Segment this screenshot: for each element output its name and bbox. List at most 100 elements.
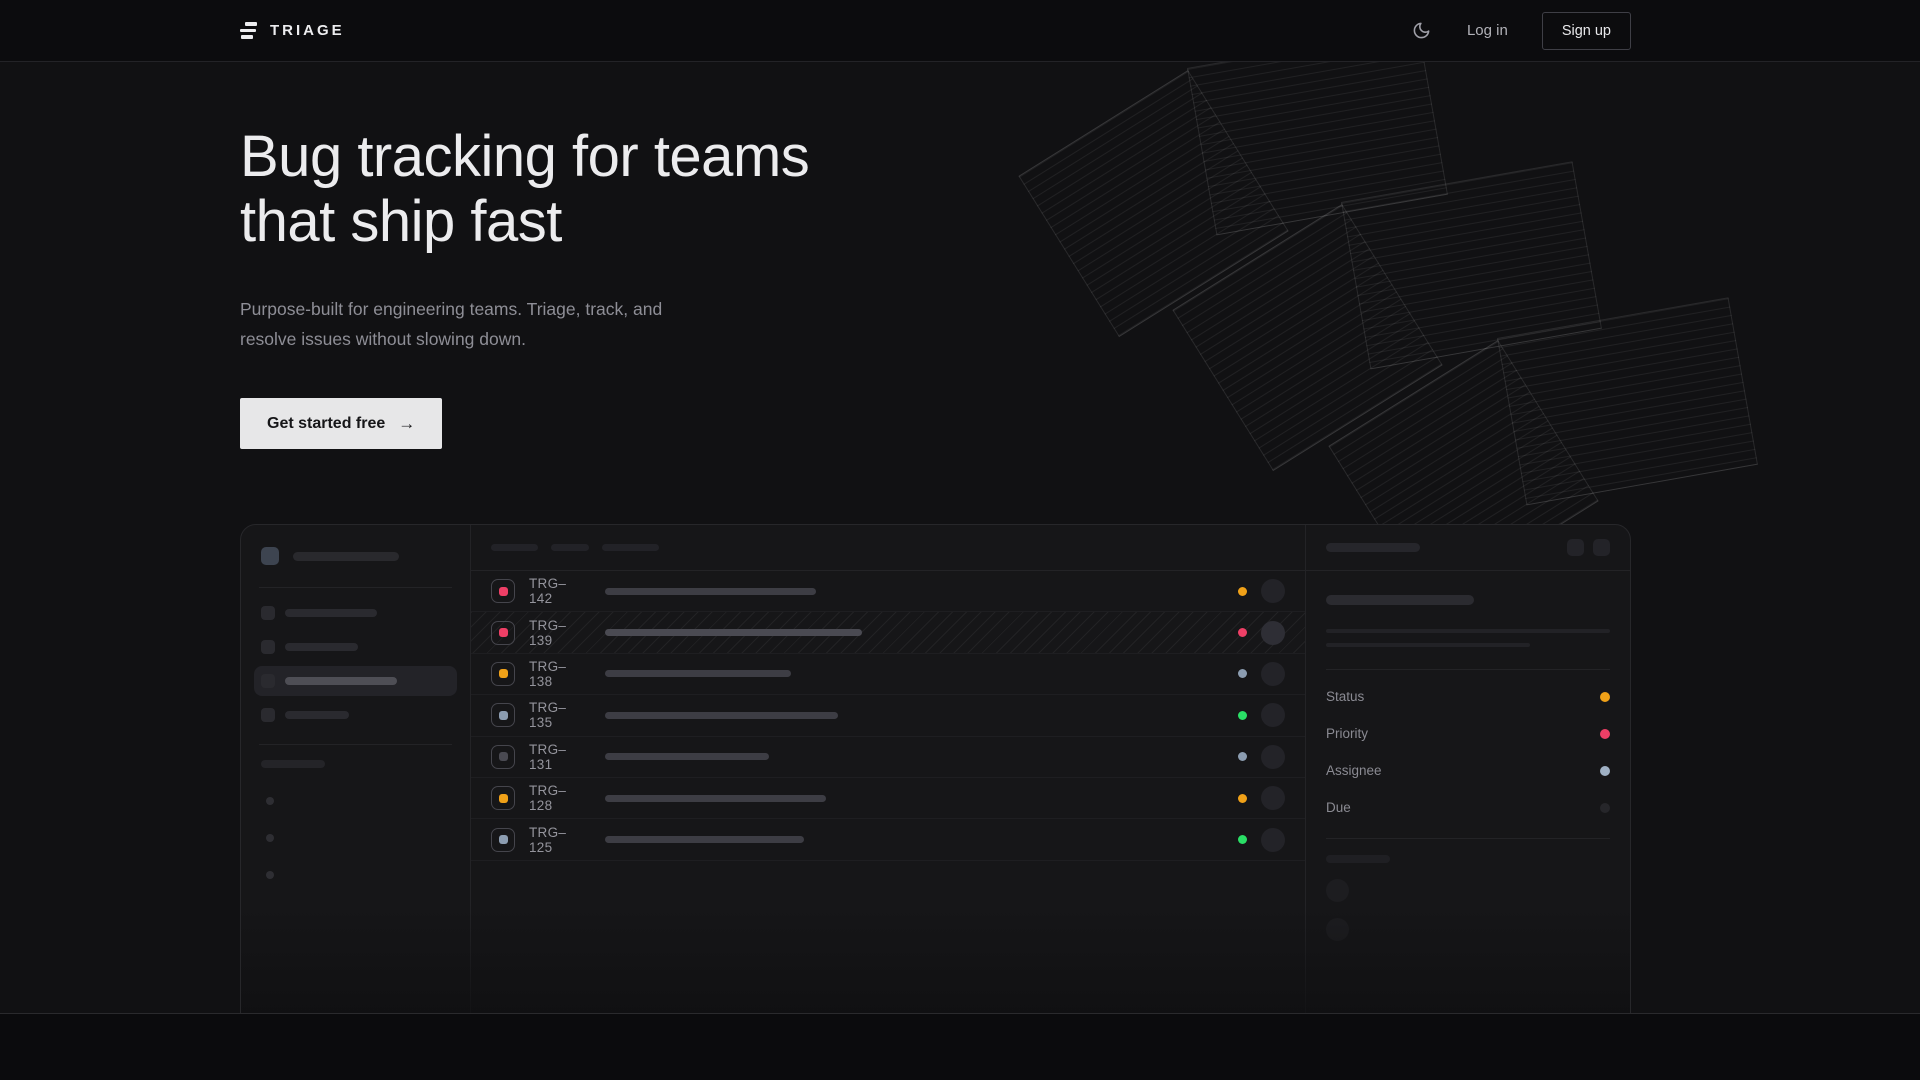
- issue-type-icon: [491, 579, 515, 604]
- assignee-avatar: [1261, 661, 1285, 686]
- toolbar-skeleton-pill: [491, 544, 538, 551]
- get-started-button[interactable]: Get started free →: [240, 398, 443, 449]
- skeleton-bar: [285, 643, 358, 651]
- sidebar-dot-placeholder: [266, 834, 274, 842]
- status-dot: [1238, 628, 1247, 638]
- assignee-avatar: [1261, 579, 1285, 604]
- issue-title-skeleton: [605, 794, 826, 802]
- issue-list-toolbar: [471, 525, 1305, 571]
- issue-id: TRG–135: [529, 700, 567, 731]
- issue-title-skeleton: [605, 836, 804, 844]
- hero-section: Bug tracking for teams that ship fast Pu…: [0, 62, 1920, 1013]
- next-section: [0, 1013, 1920, 1080]
- assignee-avatar: [1261, 703, 1285, 728]
- wireframe-ribbon-decoration: [1142, 158, 1602, 472]
- issue-title-skeleton: [605, 753, 769, 761]
- issue-row[interactable]: TRG–142: [471, 571, 1305, 613]
- sidebar-nav-item[interactable]: [254, 632, 457, 662]
- status-dot: [1238, 752, 1247, 762]
- sidebar-item-icon: [261, 640, 275, 654]
- workspace-switcher[interactable]: [261, 547, 450, 565]
- detail-field-row[interactable]: Assignee: [1326, 752, 1610, 789]
- field-label: Status: [1326, 689, 1365, 704]
- mockup-sidebar: [241, 525, 471, 1013]
- issue-id: TRG–142: [529, 576, 567, 607]
- sidebar-dot-placeholder: [266, 871, 274, 879]
- issue-type-icon: [491, 620, 515, 645]
- login-link[interactable]: Log in: [1466, 22, 1508, 39]
- skeleton-line: [1326, 629, 1610, 633]
- issue-title-skeleton: [605, 629, 862, 637]
- issue-id: TRG–128: [529, 783, 567, 814]
- skeleton-bar: [285, 609, 377, 617]
- issue-title-skeleton: [605, 670, 791, 678]
- sidebar-nav-item[interactable]: [254, 598, 457, 628]
- issue-row[interactable]: TRG–138: [471, 654, 1305, 696]
- sidebar-item-icon: [261, 606, 275, 620]
- status-dot: [1238, 710, 1247, 720]
- toolbar-skeleton-pill: [602, 544, 659, 551]
- issue-title-skeleton: [605, 587, 816, 595]
- issue-row[interactable]: TRG–135: [471, 695, 1305, 737]
- assignee-avatar: [1261, 620, 1285, 645]
- field-value-dot: [1600, 802, 1610, 813]
- triage-logo-icon: [240, 22, 257, 39]
- panel-action-icon[interactable]: [1567, 539, 1584, 556]
- issue-id: TRG–131: [529, 741, 567, 772]
- sidebar-nav-item[interactable]: [254, 700, 457, 730]
- arrow-right-icon: →: [398, 414, 416, 433]
- detail-field-row[interactable]: Due: [1326, 789, 1610, 826]
- field-value-dot: [1600, 691, 1610, 702]
- hero-subtitle: Purpose-built for engineering teams. Tri…: [240, 299, 663, 349]
- field-label: Priority: [1326, 726, 1369, 741]
- assignee-avatar: [1261, 744, 1285, 769]
- skeleton-bar: [285, 677, 397, 685]
- sidebar-item-icon: [261, 674, 275, 688]
- sidebar-dot-placeholder: [266, 797, 274, 805]
- skeleton-bar: [1326, 855, 1390, 863]
- theme-toggle-moon-icon[interactable]: [1411, 20, 1433, 42]
- avatar-placeholder: [1326, 879, 1349, 902]
- wireframe-ribbon-decoration: [1298, 294, 1758, 608]
- detail-field-row[interactable]: Status: [1326, 678, 1610, 715]
- field-label: Due: [1326, 800, 1351, 815]
- status-dot: [1238, 669, 1247, 679]
- toolbar-skeleton-pill: [551, 544, 589, 551]
- status-dot: [1238, 793, 1247, 803]
- skeleton-line: [1326, 643, 1531, 647]
- field-label: Assignee: [1326, 763, 1382, 778]
- skeleton-title: [1326, 595, 1474, 605]
- issue-type-icon: [491, 661, 515, 686]
- status-dot: [1238, 835, 1247, 845]
- issue-type-icon: [491, 786, 515, 811]
- issue-detail-panel: Status Priority Assignee Due: [1306, 525, 1630, 1013]
- issue-id: TRG–139: [529, 617, 567, 648]
- wireframe-ribbon-decoration: [988, 62, 1448, 338]
- divider: [259, 744, 452, 745]
- skeleton-bar: [285, 711, 349, 719]
- skeleton-bar: [1326, 543, 1420, 552]
- avatar-placeholder: [1326, 918, 1349, 941]
- issue-list: TRG–142 TRG–139 TRG–138 TRG–135 TRG–131: [471, 525, 1306, 1013]
- sidebar-nav-item[interactable]: [254, 666, 457, 696]
- detail-field-row[interactable]: Priority: [1326, 715, 1610, 752]
- issue-row[interactable]: TRG–128: [471, 778, 1305, 820]
- brand-logo[interactable]: TRIAGE: [240, 0, 345, 61]
- hero-title: Bug tracking for teams that ship fast: [240, 124, 810, 254]
- issue-row[interactable]: TRG–139: [471, 612, 1305, 654]
- issue-type-icon: [491, 703, 515, 728]
- sidebar-item-icon: [261, 708, 275, 722]
- workspace-avatar: [261, 547, 279, 565]
- assignee-avatar: [1261, 827, 1285, 852]
- issue-id: TRG–125: [529, 824, 567, 855]
- divider: [259, 587, 452, 588]
- divider: [1326, 669, 1610, 670]
- panel-action-icon[interactable]: [1593, 539, 1610, 556]
- field-value-dot: [1600, 728, 1610, 739]
- detail-panel-header: [1306, 525, 1630, 571]
- issue-row[interactable]: TRG–131: [471, 737, 1305, 778]
- signup-button[interactable]: Sign up: [1541, 11, 1631, 50]
- skeleton-bar: [293, 551, 399, 561]
- divider: [1326, 838, 1610, 839]
- issue-row[interactable]: TRG–125: [471, 819, 1305, 861]
